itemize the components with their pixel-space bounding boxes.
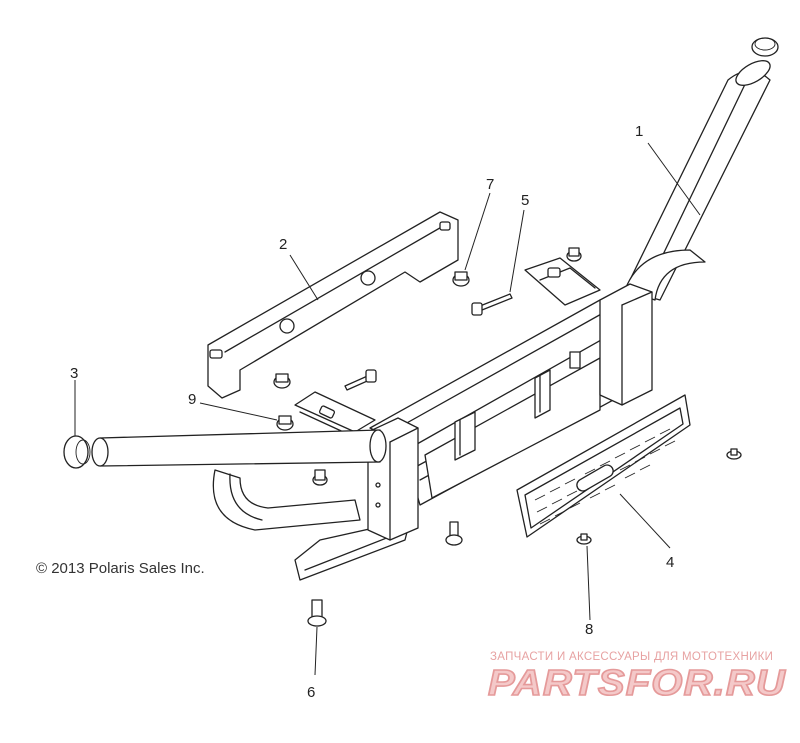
part-9-nut [276, 415, 294, 431]
nut-right [566, 247, 582, 262]
part-3-end-plug [63, 435, 91, 469]
screw-center [445, 521, 463, 546]
callout-5: 5 [521, 192, 529, 209]
callout-3: 3 [70, 365, 78, 382]
callout-1: 1 [635, 123, 643, 140]
watermark-tagline: ЗАПЧАСТИ И АКСЕССУАРЫ ДЛЯ МОТОТЕХНИКИ [490, 651, 773, 663]
front-tube [91, 429, 387, 467]
part-2-mounting-bracket [207, 211, 459, 399]
watermark: ЗАПЧАСТИ И АКСЕССУАРЫ ДЛЯ МОТОТЕХНИКИ PA… [487, 651, 786, 704]
weld-nut [312, 469, 328, 486]
bolt-left [344, 369, 377, 391]
watermark-brand: PARTSFOR.RU [488, 662, 786, 703]
part-7-flange-nut [452, 271, 470, 287]
part-6-bolt [307, 599, 327, 627]
copyright-text: © 2013 Polaris Sales Inc. [36, 560, 205, 577]
callout-9: 9 [188, 391, 196, 408]
bumper-frame [294, 257, 653, 581]
callout-6: 6 [307, 684, 315, 701]
screw-right [726, 448, 742, 460]
part-4-grille [516, 394, 691, 538]
callouts: 1 2 3 4 5 6 7 8 9 [70, 123, 674, 701]
end-cap-top [751, 37, 779, 57]
callout-4: 4 [666, 554, 674, 571]
part-8-screw [576, 533, 592, 545]
callout-2: 2 [279, 236, 287, 253]
callout-8: 8 [585, 621, 593, 638]
part-1-bumper-tube [212, 37, 779, 531]
leader-lines [74, 142, 701, 676]
callout-7: 7 [486, 176, 494, 193]
part-5-bolt [471, 293, 513, 316]
nut-left [273, 373, 291, 389]
